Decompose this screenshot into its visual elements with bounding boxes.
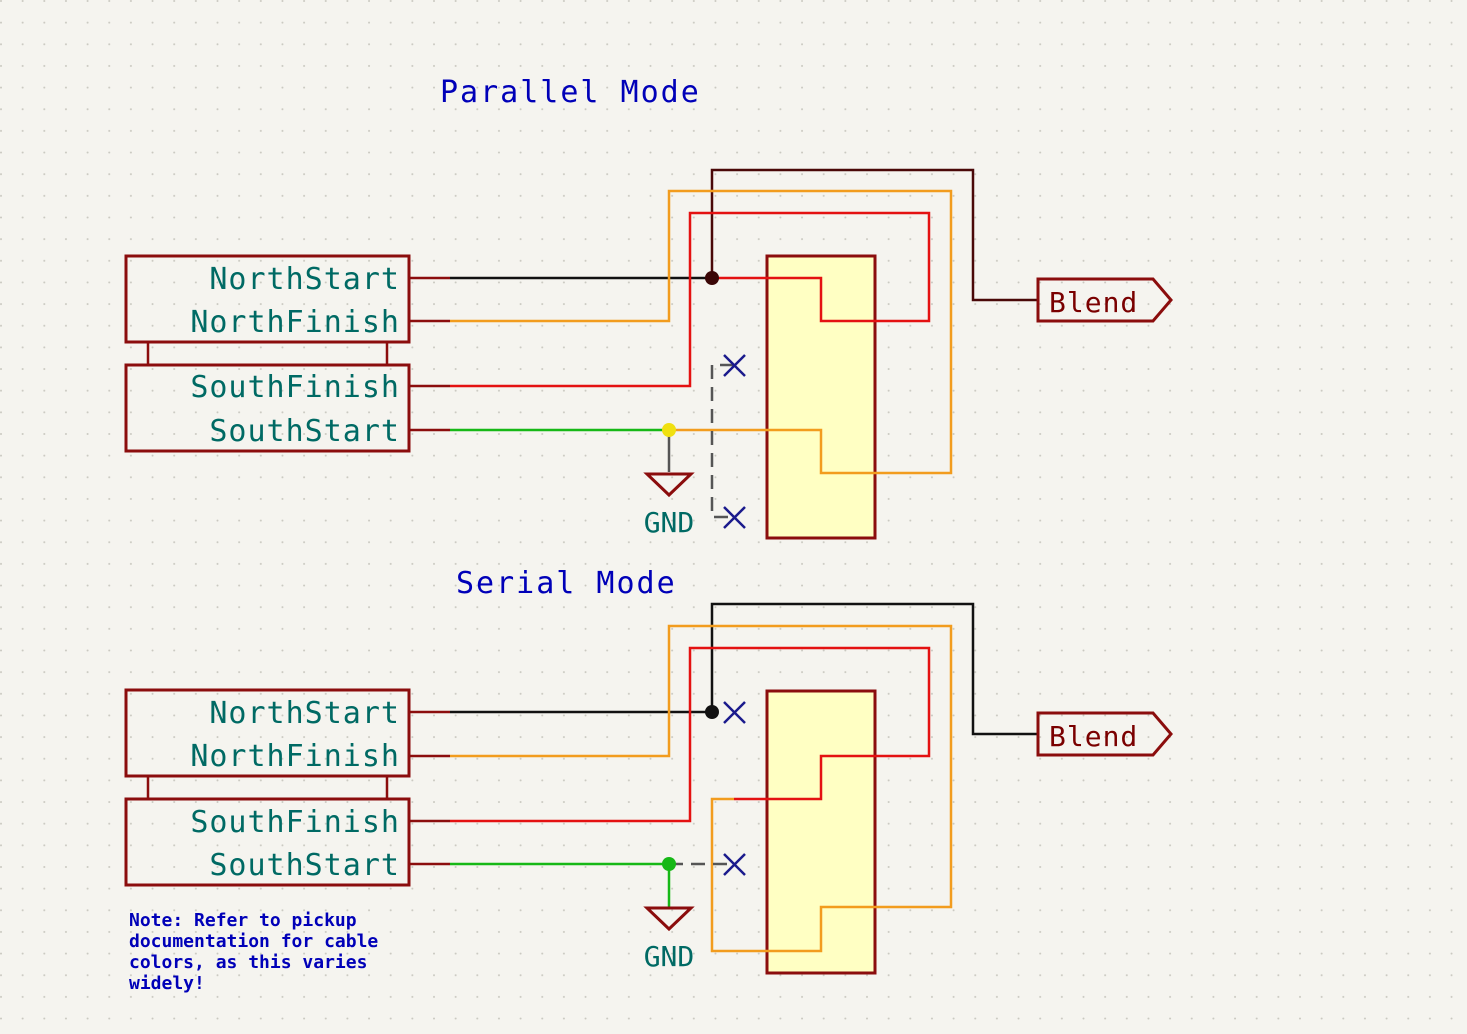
junction-ground <box>662 423 676 437</box>
blend-output-port <box>1036 711 1173 757</box>
no-connect-mark <box>723 506 746 529</box>
wire-north-finish <box>450 189 953 475</box>
parallel-mode-title: Parallel Mode <box>440 75 701 110</box>
no-connect-mark <box>723 701 746 724</box>
no-connect-mark <box>723 354 746 377</box>
note-line: widely! <box>129 973 205 994</box>
pin-label-south-start: SouthStart <box>209 414 400 449</box>
pin-label-south-start: SouthStart <box>209 848 400 883</box>
wire-blend-output <box>710 168 1038 302</box>
wire-north-finish <box>450 624 953 953</box>
junction-ground <box>662 857 676 871</box>
wire-dashed-unused <box>710 363 734 519</box>
pin-label-north-start: NorthStart <box>209 696 400 731</box>
no-connect-mark <box>723 853 746 876</box>
gnd-label: GND <box>644 506 695 539</box>
blend-output-label: Blend <box>1049 286 1138 319</box>
pin-label-north-start: NorthStart <box>209 262 400 297</box>
note-text-block: Note: Refer to pickup documentation for … <box>129 910 378 994</box>
ground-symbol <box>643 906 695 932</box>
ground-symbol <box>643 472 695 498</box>
gnd-label: GND <box>644 940 695 973</box>
north-coil-box <box>124 688 411 778</box>
south-coil-box <box>124 797 411 887</box>
note-line: Note: Refer to pickup <box>129 910 357 931</box>
serial-mode-section: Serial Mode NorthStart NorthFinish South… <box>124 566 1173 975</box>
blend-output-label: Blend <box>1049 720 1138 753</box>
north-coil-box <box>124 254 411 344</box>
junction-north-start <box>705 271 719 285</box>
note-line: colors, as this varies <box>129 952 367 973</box>
serial-mode-title: Serial Mode <box>456 566 677 601</box>
blend-output-port <box>1036 277 1173 323</box>
wire-south-finish <box>450 646 931 823</box>
pin-label-south-finish: SouthFinish <box>190 370 400 405</box>
junction-north-start <box>705 705 719 719</box>
note-line: documentation for cable <box>129 931 378 952</box>
pin-label-south-finish: SouthFinish <box>190 805 400 840</box>
parallel-mode-section: Parallel Mode NorthStart NorthFinish Sou… <box>124 75 1173 540</box>
pin-label-north-finish: NorthFinish <box>190 305 400 340</box>
parallel-switch <box>765 254 877 540</box>
wire-blend-output <box>710 602 1038 736</box>
south-coil-box <box>124 363 411 453</box>
wire-red-junction <box>450 211 931 388</box>
pin-label-north-finish: NorthFinish <box>190 739 400 774</box>
